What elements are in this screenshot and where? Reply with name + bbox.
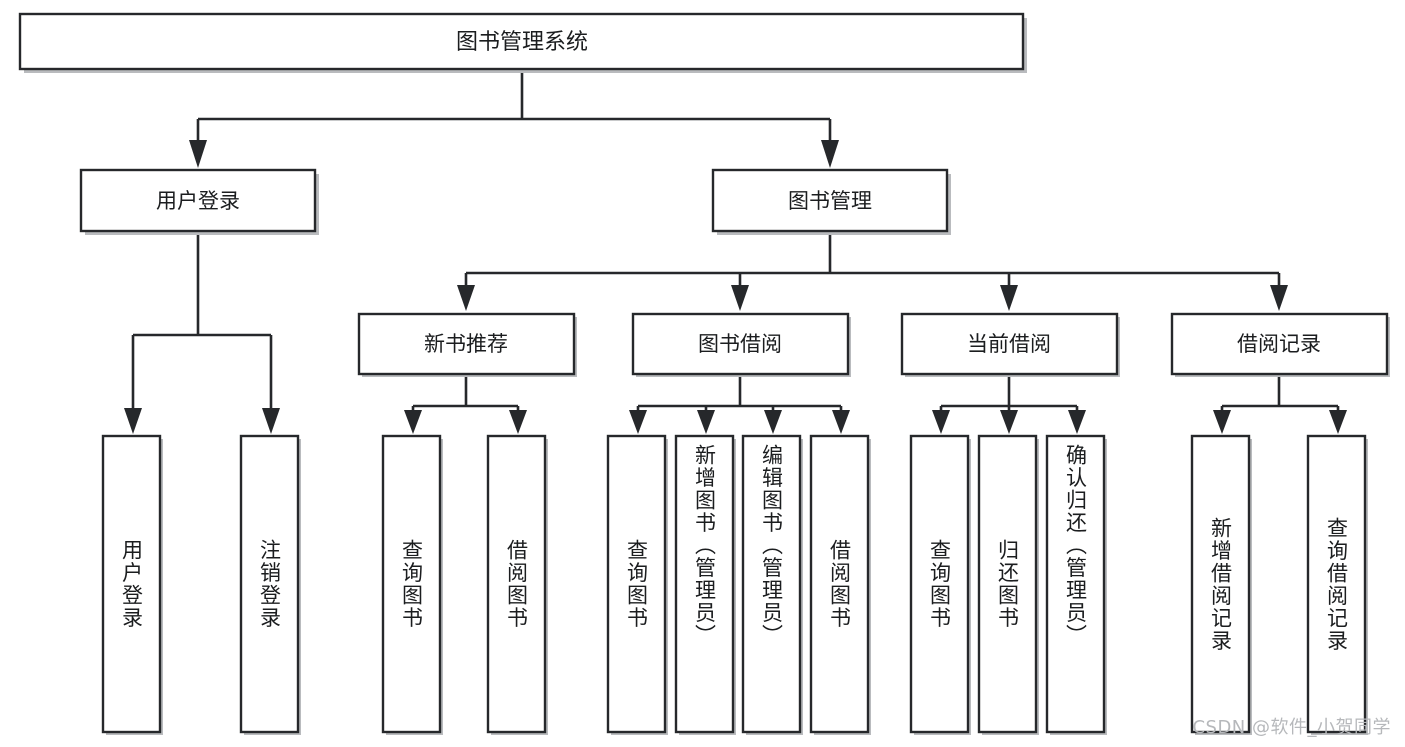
node-borrow-record[interactable]: 借阅记录 — [1170, 312, 1390, 377]
leaf-node-current-borrow-3[interactable] — [1045, 434, 1107, 735]
node-book-borrow-label: 图书借阅 — [698, 332, 782, 356]
node-book-management[interactable]: 图书管理 — [711, 168, 951, 235]
node-current-borrow-label: 当前借阅 — [967, 332, 1051, 356]
leaf-user-login-2-box — [239, 434, 300, 734]
leaf-user-login-1-box — [101, 434, 162, 734]
node-book-management-label: 图书管理 — [788, 189, 872, 213]
arrowhead-leaf-book-borrow-4 — [832, 410, 850, 434]
node-book-borrow-box — [631, 312, 850, 376]
arrowhead-leaf-book-borrow-3 — [764, 410, 782, 434]
leaf-node-book-borrow-2[interactable] — [674, 434, 736, 735]
leaf-node-book-borrow-3[interactable] — [741, 434, 803, 735]
leaf-node-user-login-2[interactable] — [239, 434, 301, 735]
arrowhead-borrow-record — [1270, 285, 1288, 311]
connector-group — [124, 71, 1347, 434]
arrowhead-leaf-new-book-1 — [404, 410, 422, 434]
arrowhead-leaf-user-login-1 — [124, 408, 142, 434]
arrowhead-book-mgmt — [821, 140, 839, 168]
node-user-login-label: 用户登录 — [156, 189, 240, 213]
leaf-book-borrow-2-box — [674, 434, 735, 734]
arrowhead-user-login — [189, 140, 207, 168]
node-new-book-recommend-label: 新书推荐 — [424, 332, 508, 356]
leaf-current-borrow-2-box — [977, 434, 1038, 734]
leaf-node-new-book-1[interactable] — [381, 434, 443, 735]
leaf-node-book-borrow-4[interactable] — [809, 434, 871, 735]
leaf-current-borrow-3-box — [1045, 434, 1106, 734]
node-borrow-record-label: 借阅记录 — [1237, 332, 1321, 356]
leaf-new-book-1-box — [381, 434, 442, 734]
node-book-management-box — [711, 168, 949, 233]
arrowhead-leaf-book-borrow-1 — [629, 410, 647, 434]
node-root-label: 图书管理系统 — [456, 30, 588, 55]
leaf-book-borrow-1-box — [606, 434, 667, 734]
node-borrow-record-box — [1170, 312, 1389, 376]
arrowhead-leaf-user-login-2 — [262, 408, 280, 434]
arrowhead-leaf-current-borrow-1 — [932, 410, 950, 434]
node-root-box — [18, 12, 1025, 71]
node-new-book-recommend-box — [357, 312, 576, 376]
leaf-node-current-borrow-2[interactable] — [977, 434, 1039, 735]
node-user-login-box — [79, 168, 317, 233]
leaf-current-borrow-1-box — [909, 434, 970, 734]
leaf-borrow-record-2-box — [1306, 434, 1367, 734]
leaf-node-new-book-2[interactable] — [486, 434, 548, 735]
arrowhead-leaf-book-borrow-2 — [697, 410, 715, 434]
arrowhead-leaf-current-borrow-2 — [1000, 410, 1018, 434]
node-new-book-recommend[interactable]: 新书推荐 — [357, 312, 577, 377]
node-book-borrow[interactable]: 图书借阅 — [631, 312, 851, 377]
leaf-book-borrow-4-box — [809, 434, 870, 734]
leaf-node-current-borrow-1[interactable] — [909, 434, 971, 735]
leaf-book-borrow-3-box — [741, 434, 802, 734]
node-root[interactable]: 图书管理系统 — [18, 12, 1027, 73]
arrowhead-leaf-new-book-2 — [509, 410, 527, 434]
leaf-new-book-2-box — [486, 434, 547, 734]
leaf-borrow-record-1-box — [1190, 434, 1251, 734]
arrowhead-new-book — [457, 285, 475, 311]
leaf-node-book-borrow-1[interactable] — [606, 434, 668, 735]
node-current-borrow-box — [900, 312, 1119, 376]
leaf-node-borrow-record-2[interactable] — [1306, 434, 1368, 735]
arrowhead-leaf-current-borrow-3 — [1068, 410, 1086, 434]
arrowhead-leaf-borrow-record-1 — [1213, 410, 1231, 434]
arrowhead-current-borrow — [1000, 285, 1018, 311]
leaf-node-borrow-record-1[interactable] — [1190, 434, 1252, 735]
leaf-node-user-login-1[interactable] — [101, 434, 163, 735]
node-user-login[interactable]: 用户登录 — [79, 168, 319, 235]
node-current-borrow[interactable]: 当前借阅 — [900, 312, 1120, 377]
arrowhead-leaf-borrow-record-2 — [1329, 410, 1347, 434]
arrowhead-book-borrow — [731, 285, 749, 311]
